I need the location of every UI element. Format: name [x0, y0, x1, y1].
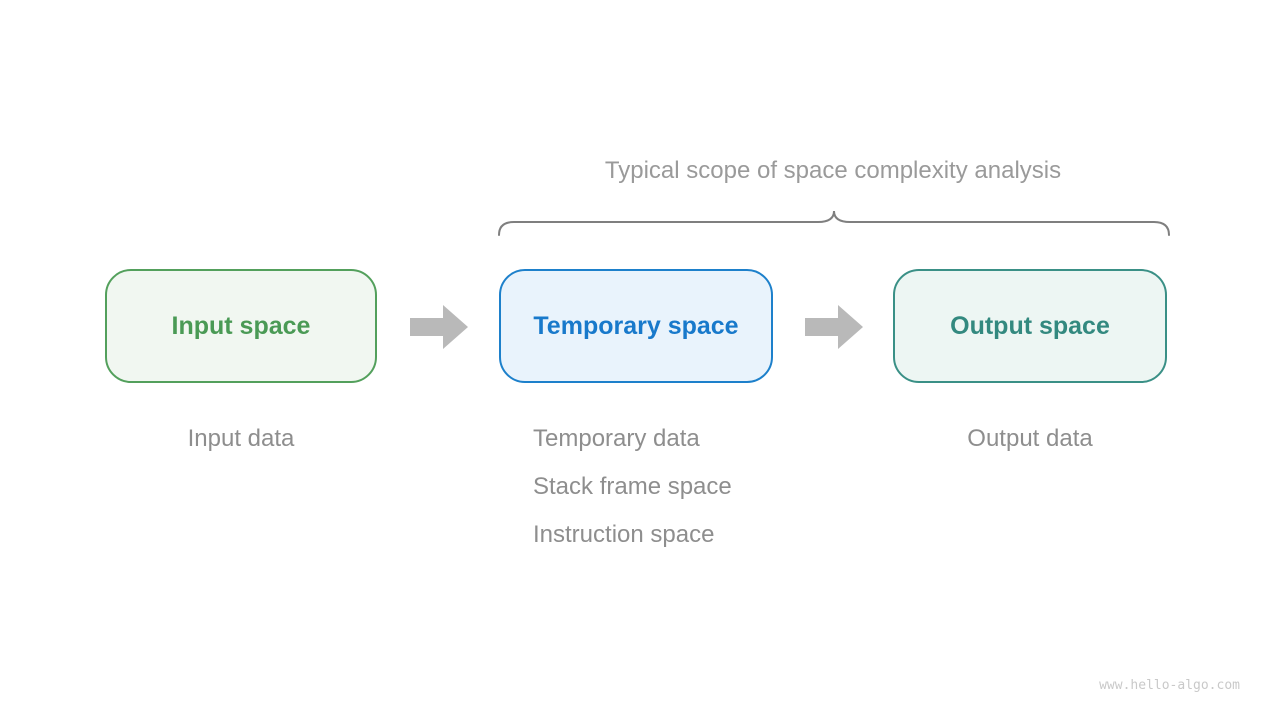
curly-brace-icon	[498, 210, 1170, 236]
box-output-space-label: Output space	[950, 311, 1110, 340]
box-temporary-space-label: Temporary space	[533, 311, 739, 340]
note-stack-frame-space: Stack frame space	[533, 473, 732, 500]
note-instruction-space: Instruction space	[533, 521, 715, 548]
note-temporary-data: Temporary data	[533, 425, 700, 452]
watermark: www.hello-algo.com	[1099, 678, 1240, 693]
arrow-right-icon	[805, 305, 863, 349]
box-output-space: Output space	[893, 269, 1167, 383]
box-input-space: Input space	[105, 269, 377, 383]
brace-title: Typical scope of space complexity analys…	[604, 157, 1062, 184]
note-input-data: Input data	[187, 425, 295, 452]
arrow-right-icon	[410, 305, 468, 349]
box-input-space-label: Input space	[171, 311, 311, 340]
note-output-data: Output data	[967, 425, 1093, 452]
box-temporary-space: Temporary space	[499, 269, 773, 383]
